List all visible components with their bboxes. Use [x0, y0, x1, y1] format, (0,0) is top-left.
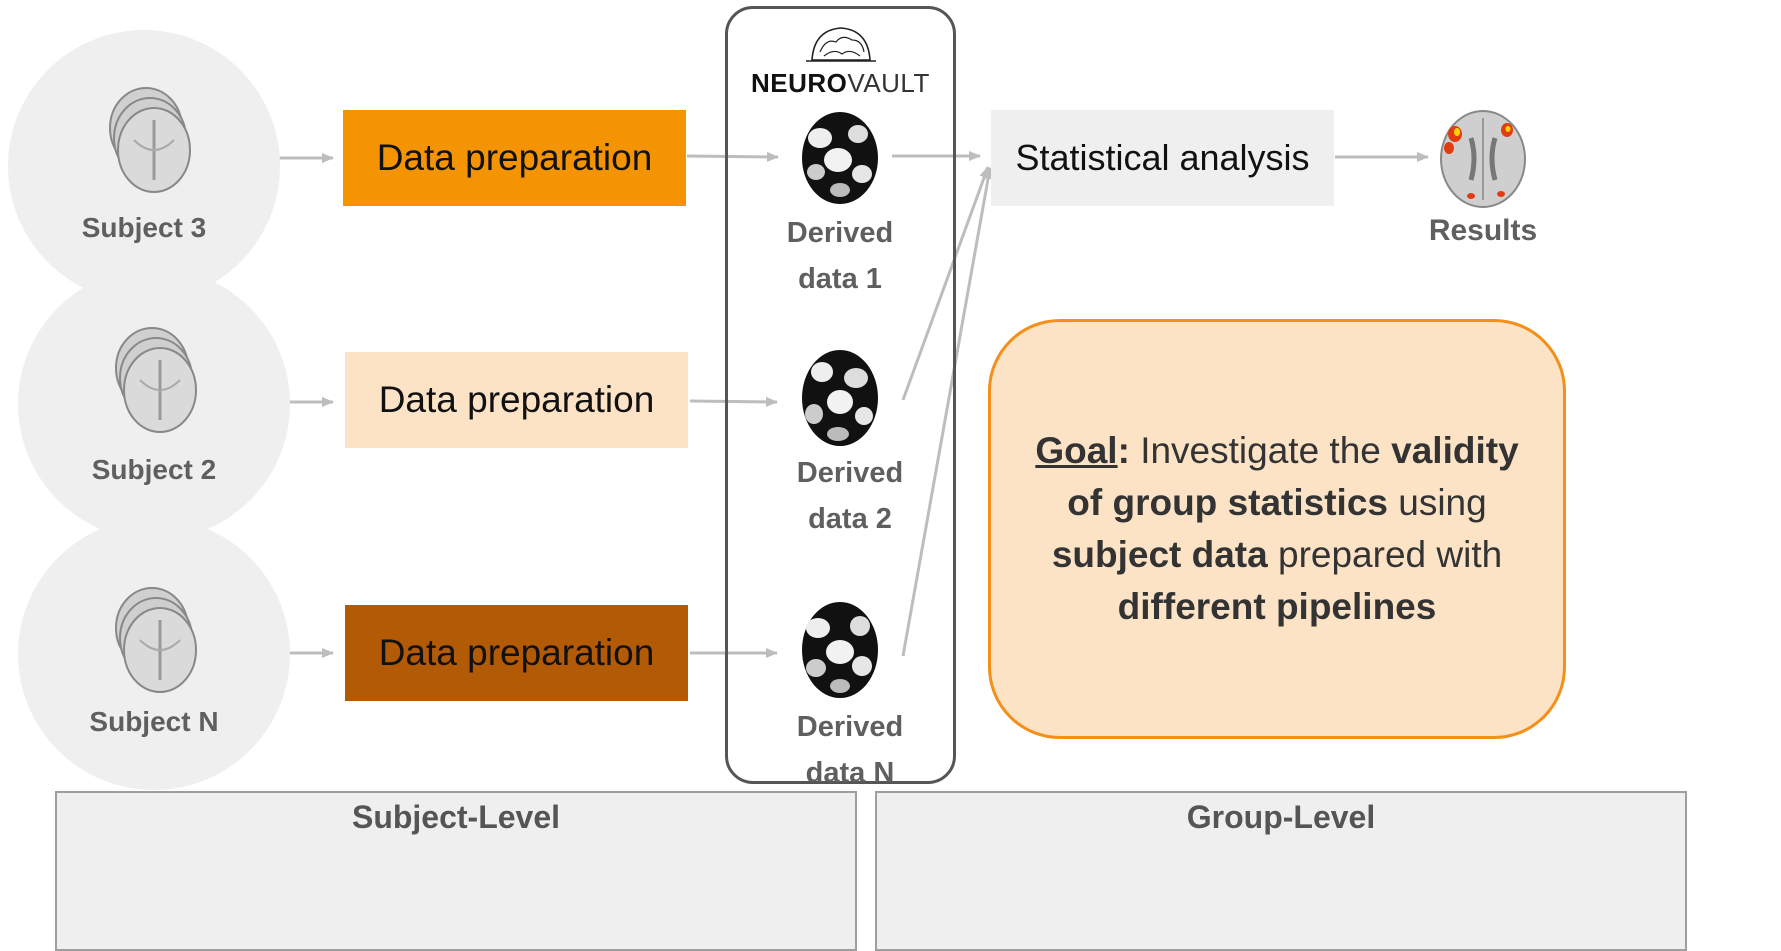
derived-label-line1: Derived: [786, 217, 894, 249]
derived-brain-map-icon: [802, 112, 878, 204]
neurovault-brain-logo-icon: [806, 27, 876, 62]
group-level-bar: Group-Level: [875, 791, 1687, 951]
brain-scan-stack-icon: [115, 327, 197, 433]
arrow-derived2-to-stats: [901, 166, 990, 401]
arrow-prep1-to-derived1: [686, 151, 779, 162]
goal-callout: Goal: Investigate the validity of group …: [988, 319, 1566, 739]
derived-label-line1: Derived: [796, 457, 904, 489]
goal-text-3: prepared with: [1267, 534, 1503, 575]
data-preparation-box-1: Data preparation: [343, 110, 686, 206]
derived-label-line2: data 1: [798, 263, 882, 295]
derived-label-line2: data 2: [808, 503, 892, 535]
derived-label-line2: data N: [805, 757, 895, 789]
goal-colon: :: [1117, 430, 1130, 471]
derived-label-line1: Derived: [796, 711, 904, 743]
data-preparation-box-2: Data preparation: [345, 352, 688, 448]
goal-heading: Goal: [1035, 430, 1118, 471]
result-brain-activation-icon: [1440, 110, 1526, 208]
goal-bold-2: subject data: [1051, 534, 1268, 575]
derived-data-label-2: Derived data 2: [770, 450, 930, 542]
goal-bold-3: different pipelines: [1117, 586, 1437, 627]
data-preparation-box-3: Data preparation: [345, 605, 688, 701]
goal-text: Goal: Investigate the validity of group …: [1021, 425, 1533, 633]
statistical-analysis-box: Statistical analysis: [991, 110, 1334, 206]
subject-level-bar: Subject-Level: [55, 791, 857, 951]
subject-n-node: Subject N: [18, 518, 290, 790]
neurovault-logo: NEUROVAULT: [751, 68, 931, 99]
arrow-derivedN-to-stats: [901, 167, 993, 657]
subject-label: Subject N: [89, 706, 219, 737]
derived-brain-map-icon: [802, 602, 878, 698]
logo-bold-text: NEURO: [751, 68, 848, 98]
subject-2-node: Subject 2: [18, 268, 290, 540]
brain-scan-stack-icon: [109, 87, 191, 193]
logo-light-text: VAULT: [847, 68, 930, 98]
neurovault-frame: [725, 6, 956, 784]
goal-text-1: Investigate the: [1129, 430, 1392, 471]
derived-data-label-n: Derived data N: [770, 704, 930, 796]
subject-label: Subject 3: [81, 212, 207, 243]
results-label: Results: [1428, 214, 1538, 247]
brain-scan-stack-icon: [115, 587, 197, 693]
goal-bold-1: validity of group statistics: [1067, 430, 1519, 523]
arrow-prep2-to-derived2: [689, 396, 778, 407]
subject-label: Subject 2: [91, 454, 217, 485]
derived-brain-map-icon: [802, 350, 878, 446]
goal-text-2: using: [1387, 482, 1487, 523]
subject-3-node: Subject 3: [8, 30, 280, 302]
derived-data-label-1: Derived data 1: [760, 210, 920, 302]
